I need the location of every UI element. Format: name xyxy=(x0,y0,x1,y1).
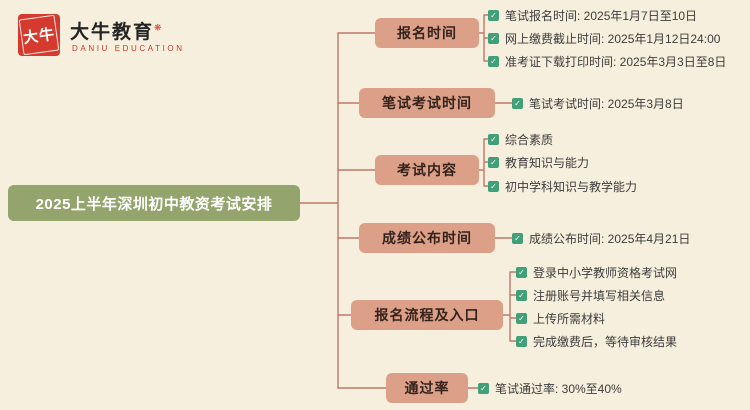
leaf-text: 成绩公布时间: 2025年4月21日 xyxy=(529,231,691,246)
check-icon: ✓ xyxy=(488,133,499,145)
check-icon: ✓ xyxy=(478,382,489,394)
leaf-text: 笔试通过率: 30%至40% xyxy=(495,381,622,396)
leaf-text: 网上缴费截止时间: 2025年1月12日24:00 xyxy=(505,31,721,46)
check-icon: ✓ xyxy=(488,180,499,192)
leaf-item: ✓ 笔试通过率: 30%至40% xyxy=(478,378,622,398)
leaf-item: ✓ 笔试报名时间: 2025年1月7日至10日 xyxy=(488,5,697,25)
leaf-text: 初中学科知识与教学能力 xyxy=(505,179,638,194)
leaf-text: 注册账号并填写相关信息 xyxy=(533,288,666,303)
trademark-icon: ❋ xyxy=(154,22,162,33)
leaf-text: 综合素质 xyxy=(505,132,554,147)
leaf-item: ✓ 笔试考试时间: 2025年3月8日 xyxy=(512,93,684,113)
branch-registration-process: 报名流程及入口 xyxy=(351,300,503,330)
leaf-item: ✓ 教育知识与能力 xyxy=(488,152,589,172)
central-topic: 2025上半年深圳初中教资考试安排 xyxy=(8,185,300,221)
branch-written-exam-time: 笔试考试时间 xyxy=(359,88,495,118)
leaf-text: 教育知识与能力 xyxy=(505,155,590,170)
check-icon: ✓ xyxy=(488,156,499,168)
branch-registration-time: 报名时间 xyxy=(375,18,479,48)
check-icon: ✓ xyxy=(488,32,499,44)
leaf-item: ✓ 成绩公布时间: 2025年4月21日 xyxy=(512,228,690,248)
check-icon: ✓ xyxy=(516,266,527,278)
leaf-item: ✓ 登录中小学教师资格考试网 xyxy=(516,262,677,282)
brand-logo: 大牛 大牛教育❋ DANIU EDUCATION xyxy=(18,13,208,63)
check-icon: ✓ xyxy=(488,55,499,67)
leaf-text: 笔试考试时间: 2025年3月8日 xyxy=(529,96,684,111)
check-icon: ✓ xyxy=(488,9,499,21)
brand-name: 大牛教育❋ xyxy=(70,17,162,44)
branch-exam-content: 考试内容 xyxy=(375,155,479,185)
leaf-item: ✓ 综合素质 xyxy=(488,129,553,149)
leaf-item: ✓ 网上缴费截止时间: 2025年1月12日24:00 xyxy=(488,28,720,48)
leaf-text: 完成缴费后，等待审核结果 xyxy=(533,334,678,349)
brand-name-text: 大牛教育 xyxy=(70,22,155,43)
leaf-text: 上传所需材料 xyxy=(533,311,606,326)
leaf-text: 登录中小学教师资格考试网 xyxy=(533,265,678,280)
brand-subtitle: DANIU EDUCATION xyxy=(72,44,185,53)
branch-pass-rate: 通过率 xyxy=(386,373,468,403)
leaf-item: ✓ 准考证下载打印时间: 2025年3月3日至8日 xyxy=(488,51,726,71)
leaf-item: ✓ 注册账号并填写相关信息 xyxy=(516,285,665,305)
logo-seal-text: 大牛 xyxy=(18,14,60,56)
logo-seal-icon: 大牛 xyxy=(18,14,60,56)
leaf-text: 笔试报名时间: 2025年1月7日至10日 xyxy=(505,8,698,23)
branch-score-release-time: 成绩公布时间 xyxy=(359,223,495,253)
check-icon: ✓ xyxy=(512,232,523,244)
leaf-item: ✓ 上传所需材料 xyxy=(516,308,605,328)
leaf-item: ✓ 初中学科知识与教学能力 xyxy=(488,176,637,196)
leaf-item: ✓ 完成缴费后，等待审核结果 xyxy=(516,331,677,351)
check-icon: ✓ xyxy=(512,97,523,109)
check-icon: ✓ xyxy=(516,312,527,324)
check-icon: ✓ xyxy=(516,289,527,301)
leaf-text: 准考证下载打印时间: 2025年3月3日至8日 xyxy=(505,54,727,69)
check-icon: ✓ xyxy=(516,335,527,347)
